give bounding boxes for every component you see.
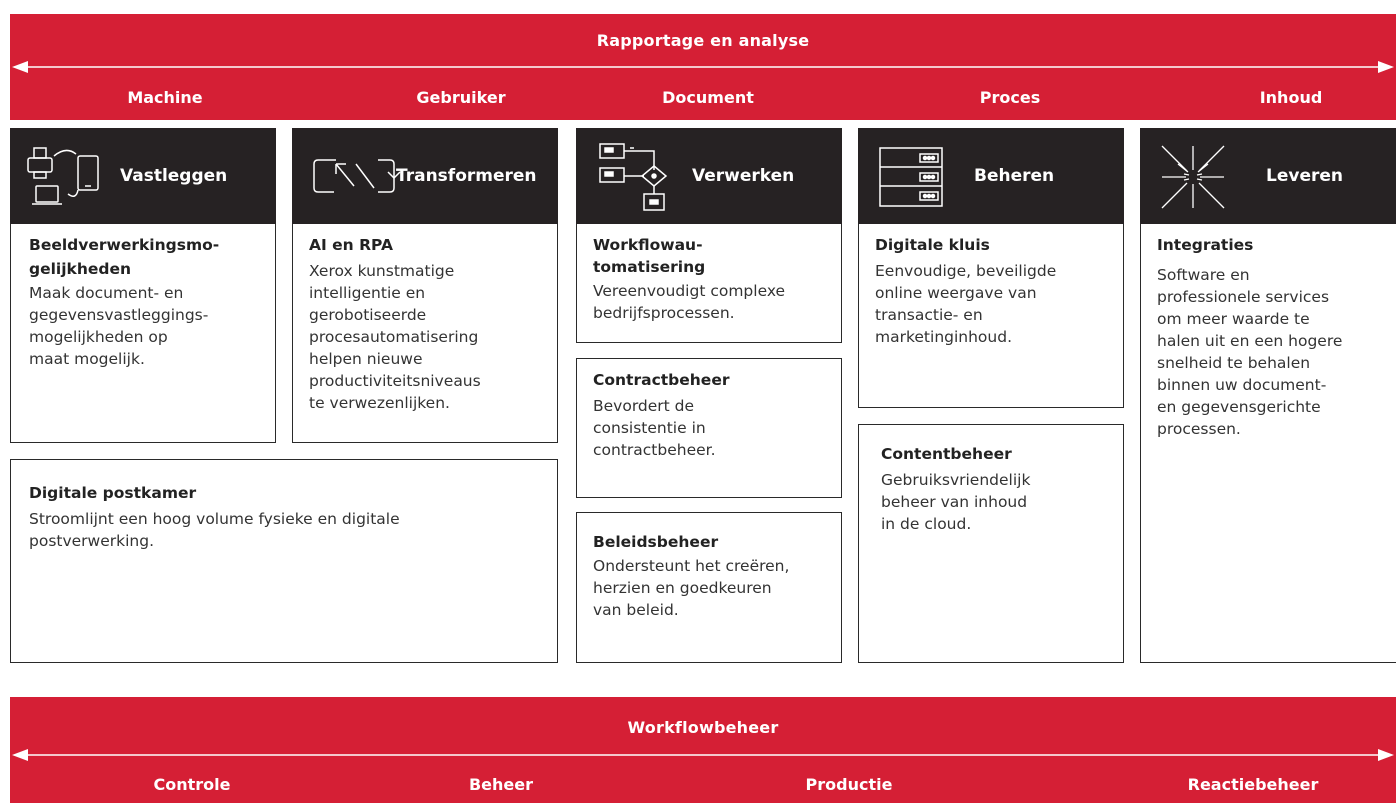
box-text: Stroomlijnt een hoog volume fysieke en d… <box>29 510 400 528</box>
box-text: consistentie in <box>593 419 706 437</box>
box-beleidsbeheer: Beleidsbeheer Ondersteunt het creëren, h… <box>576 512 842 663</box>
header-title: Leveren <box>1266 166 1343 186</box>
workflow-icon <box>599 143 668 211</box>
box-text: herzien en goedkeuren <box>593 579 772 597</box>
double-arrow-icon <box>12 749 1394 761</box>
server-icon <box>879 147 943 207</box>
header-leveren: Leveren <box>1140 128 1396 224</box>
box-text: halen uit en een hogere <box>1157 332 1343 350</box>
box-title: Beeldverwerkingsmo- <box>29 236 220 254</box>
box-text: beheer van inhoud <box>881 493 1028 511</box>
header-vastleggen: Vastleggen <box>10 128 276 224</box>
box-title: Contractbeheer <box>593 371 730 389</box>
box-text: Gebruiksvriendelijk <box>881 471 1031 489</box>
header-beheren: Beheren <box>858 128 1124 224</box>
box-text: transactie- en <box>875 306 983 324</box>
box-contentbeheer: Contentbeheer Gebruiksvriendelijk beheer… <box>858 424 1124 663</box>
box-text: mogelijkheden op <box>29 328 168 346</box>
box-title: AI en RPA <box>309 236 393 254</box>
box-title: Digitale postkamer <box>29 484 197 502</box>
box-digitale-postkamer: Digitale postkamer Stroomlijnt een hoog … <box>10 459 558 663</box>
band-label-gebruiker: Gebruiker <box>416 88 506 107</box>
box-text: gegevensvastleggings- <box>29 306 209 324</box>
band-label-reactiebeheer: Reactiebeheer <box>1187 775 1319 794</box>
double-arrow-icon <box>12 61 1394 73</box>
band-label-inhoud: Inhoud <box>1259 88 1323 107</box>
box-title: Beleidsbeheer <box>593 533 719 551</box>
box-text: van beleid. <box>593 601 679 619</box>
box-text: productiviteitsniveaus <box>309 372 481 390</box>
band-label-productie: Productie <box>805 775 893 794</box>
box-text: postverwerking. <box>29 532 155 550</box>
box-text: maat mogelijk. <box>29 350 145 368</box>
box-text: marketinginhoud. <box>875 328 1013 346</box>
box-text: snelheid te behalen <box>1157 354 1311 372</box>
box-contractbeheer: Contractbeheer Bevordert de consistentie… <box>576 358 842 498</box>
burst-icon <box>1161 145 1225 209</box>
box-beeldverwerking: Beeldverwerkingsmo- gelijkheden Maak doc… <box>10 224 276 443</box>
box-text: processen. <box>1157 420 1241 438</box>
header-title: Transformeren <box>396 166 537 186</box>
box-text: Xerox kunstmatige <box>309 262 455 280</box>
box-text: intelligentie en <box>309 284 426 302</box>
header-verwerken: Verwerken <box>576 128 842 224</box>
header-transformeren: Transformeren <box>292 128 558 224</box>
box-text: Software en <box>1157 266 1250 284</box>
box-text: en gegevensgerichte <box>1157 398 1321 416</box>
header-title: Vastleggen <box>120 166 228 186</box>
header-title: Verwerken <box>692 166 795 186</box>
box-title: tomatisering <box>593 258 706 276</box>
top-band-reporting: Rapportage en analyse Machine Gebruiker … <box>10 14 1396 120</box>
box-text: Eenvoudige, beveiligde <box>875 262 1057 280</box>
box-integraties: Integraties Software en professionele se… <box>1140 224 1396 663</box>
box-title: gelijkheden <box>29 260 132 278</box>
box-ai-rpa: AI en RPA Xerox kunstmatige intelligenti… <box>292 224 558 443</box>
box-text: te verwezenlijken. <box>309 394 450 412</box>
transform-arrows-icon <box>313 159 401 193</box>
band-title: Rapportage en analyse <box>596 31 810 50</box>
box-text: gerobotiseerde <box>309 306 427 324</box>
box-workflowautomatisering: Workflowau- tomatisering Vereenvoudigt c… <box>576 224 842 343</box>
box-text: binnen uw document- <box>1157 376 1327 394</box>
box-text: online weergave van <box>875 284 1037 302</box>
box-text: in de cloud. <box>881 515 972 533</box>
box-title: Digitale kluis <box>875 236 990 254</box>
box-title: Integraties <box>1157 236 1254 254</box>
band-title: Workflowbeheer <box>627 718 779 737</box>
header-title: Beheren <box>974 166 1055 186</box>
band-label-beheer: Beheer <box>468 775 534 794</box>
box-title: Contentbeheer <box>881 445 1012 463</box>
box-digitale-kluis: Digitale kluis Eenvoudige, beveiligde on… <box>858 224 1124 408</box>
box-text: Maak document- en <box>29 284 184 302</box>
box-text: helpen nieuwe <box>309 350 423 368</box>
box-text: Bevordert de <box>593 397 695 415</box>
band-label-document: Document <box>662 88 754 107</box>
band-label-proces: Proces <box>979 88 1041 107</box>
band-label-machine: Machine <box>127 88 203 107</box>
band-label-controle: Controle <box>153 775 231 794</box>
box-text: procesautomatisering <box>309 328 479 346</box>
box-text: bedrijfsprocessen. <box>593 304 735 322</box>
box-text: Vereenvoudigt complexe <box>593 282 786 300</box>
box-text: professionele services <box>1157 288 1330 306</box>
box-title: Workflowau- <box>593 236 703 254</box>
box-text: om meer waarde te <box>1157 310 1310 328</box>
devices-icon <box>27 147 99 205</box>
box-text: Ondersteunt het creëren, <box>593 557 790 575</box>
box-text: contractbeheer. <box>593 441 716 459</box>
bottom-band-workflow: Workflowbeheer Controle Beheer Productie… <box>10 697 1396 803</box>
